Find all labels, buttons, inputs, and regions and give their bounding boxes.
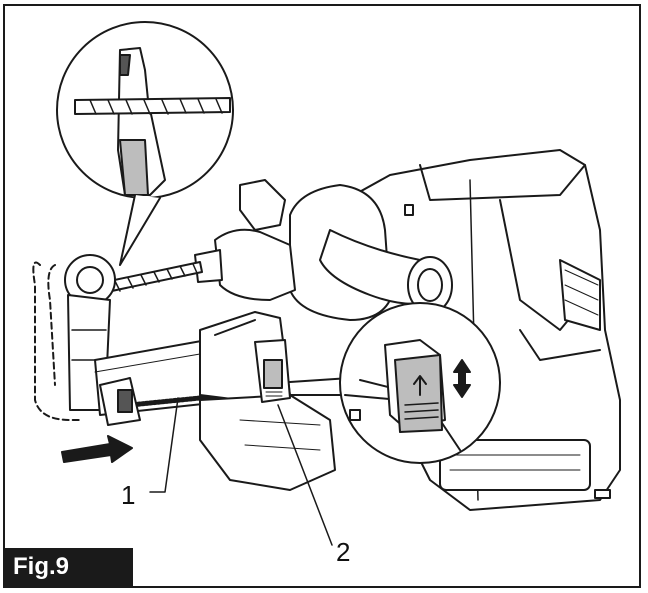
callout-1: 1 bbox=[121, 480, 136, 510]
double-arrow-updown-icon bbox=[453, 359, 471, 398]
up-arrow-icon bbox=[413, 375, 427, 396]
lever-magnifier bbox=[339, 302, 501, 464]
side-handle bbox=[289, 184, 453, 321]
drill-bit bbox=[104, 261, 203, 293]
callout-2: 2 bbox=[336, 537, 351, 567]
dust-extractor-housing bbox=[32, 254, 336, 491]
chuck bbox=[194, 179, 296, 301]
arrow-right-icon bbox=[61, 435, 133, 463]
lock-lever bbox=[254, 339, 291, 403]
callout-2-leader bbox=[277, 404, 333, 546]
figure-frame bbox=[3, 4, 641, 588]
figure-label: Fig.9 bbox=[5, 548, 133, 586]
bit-magnifier bbox=[56, 21, 234, 266]
callout-1-leader bbox=[149, 397, 179, 493]
